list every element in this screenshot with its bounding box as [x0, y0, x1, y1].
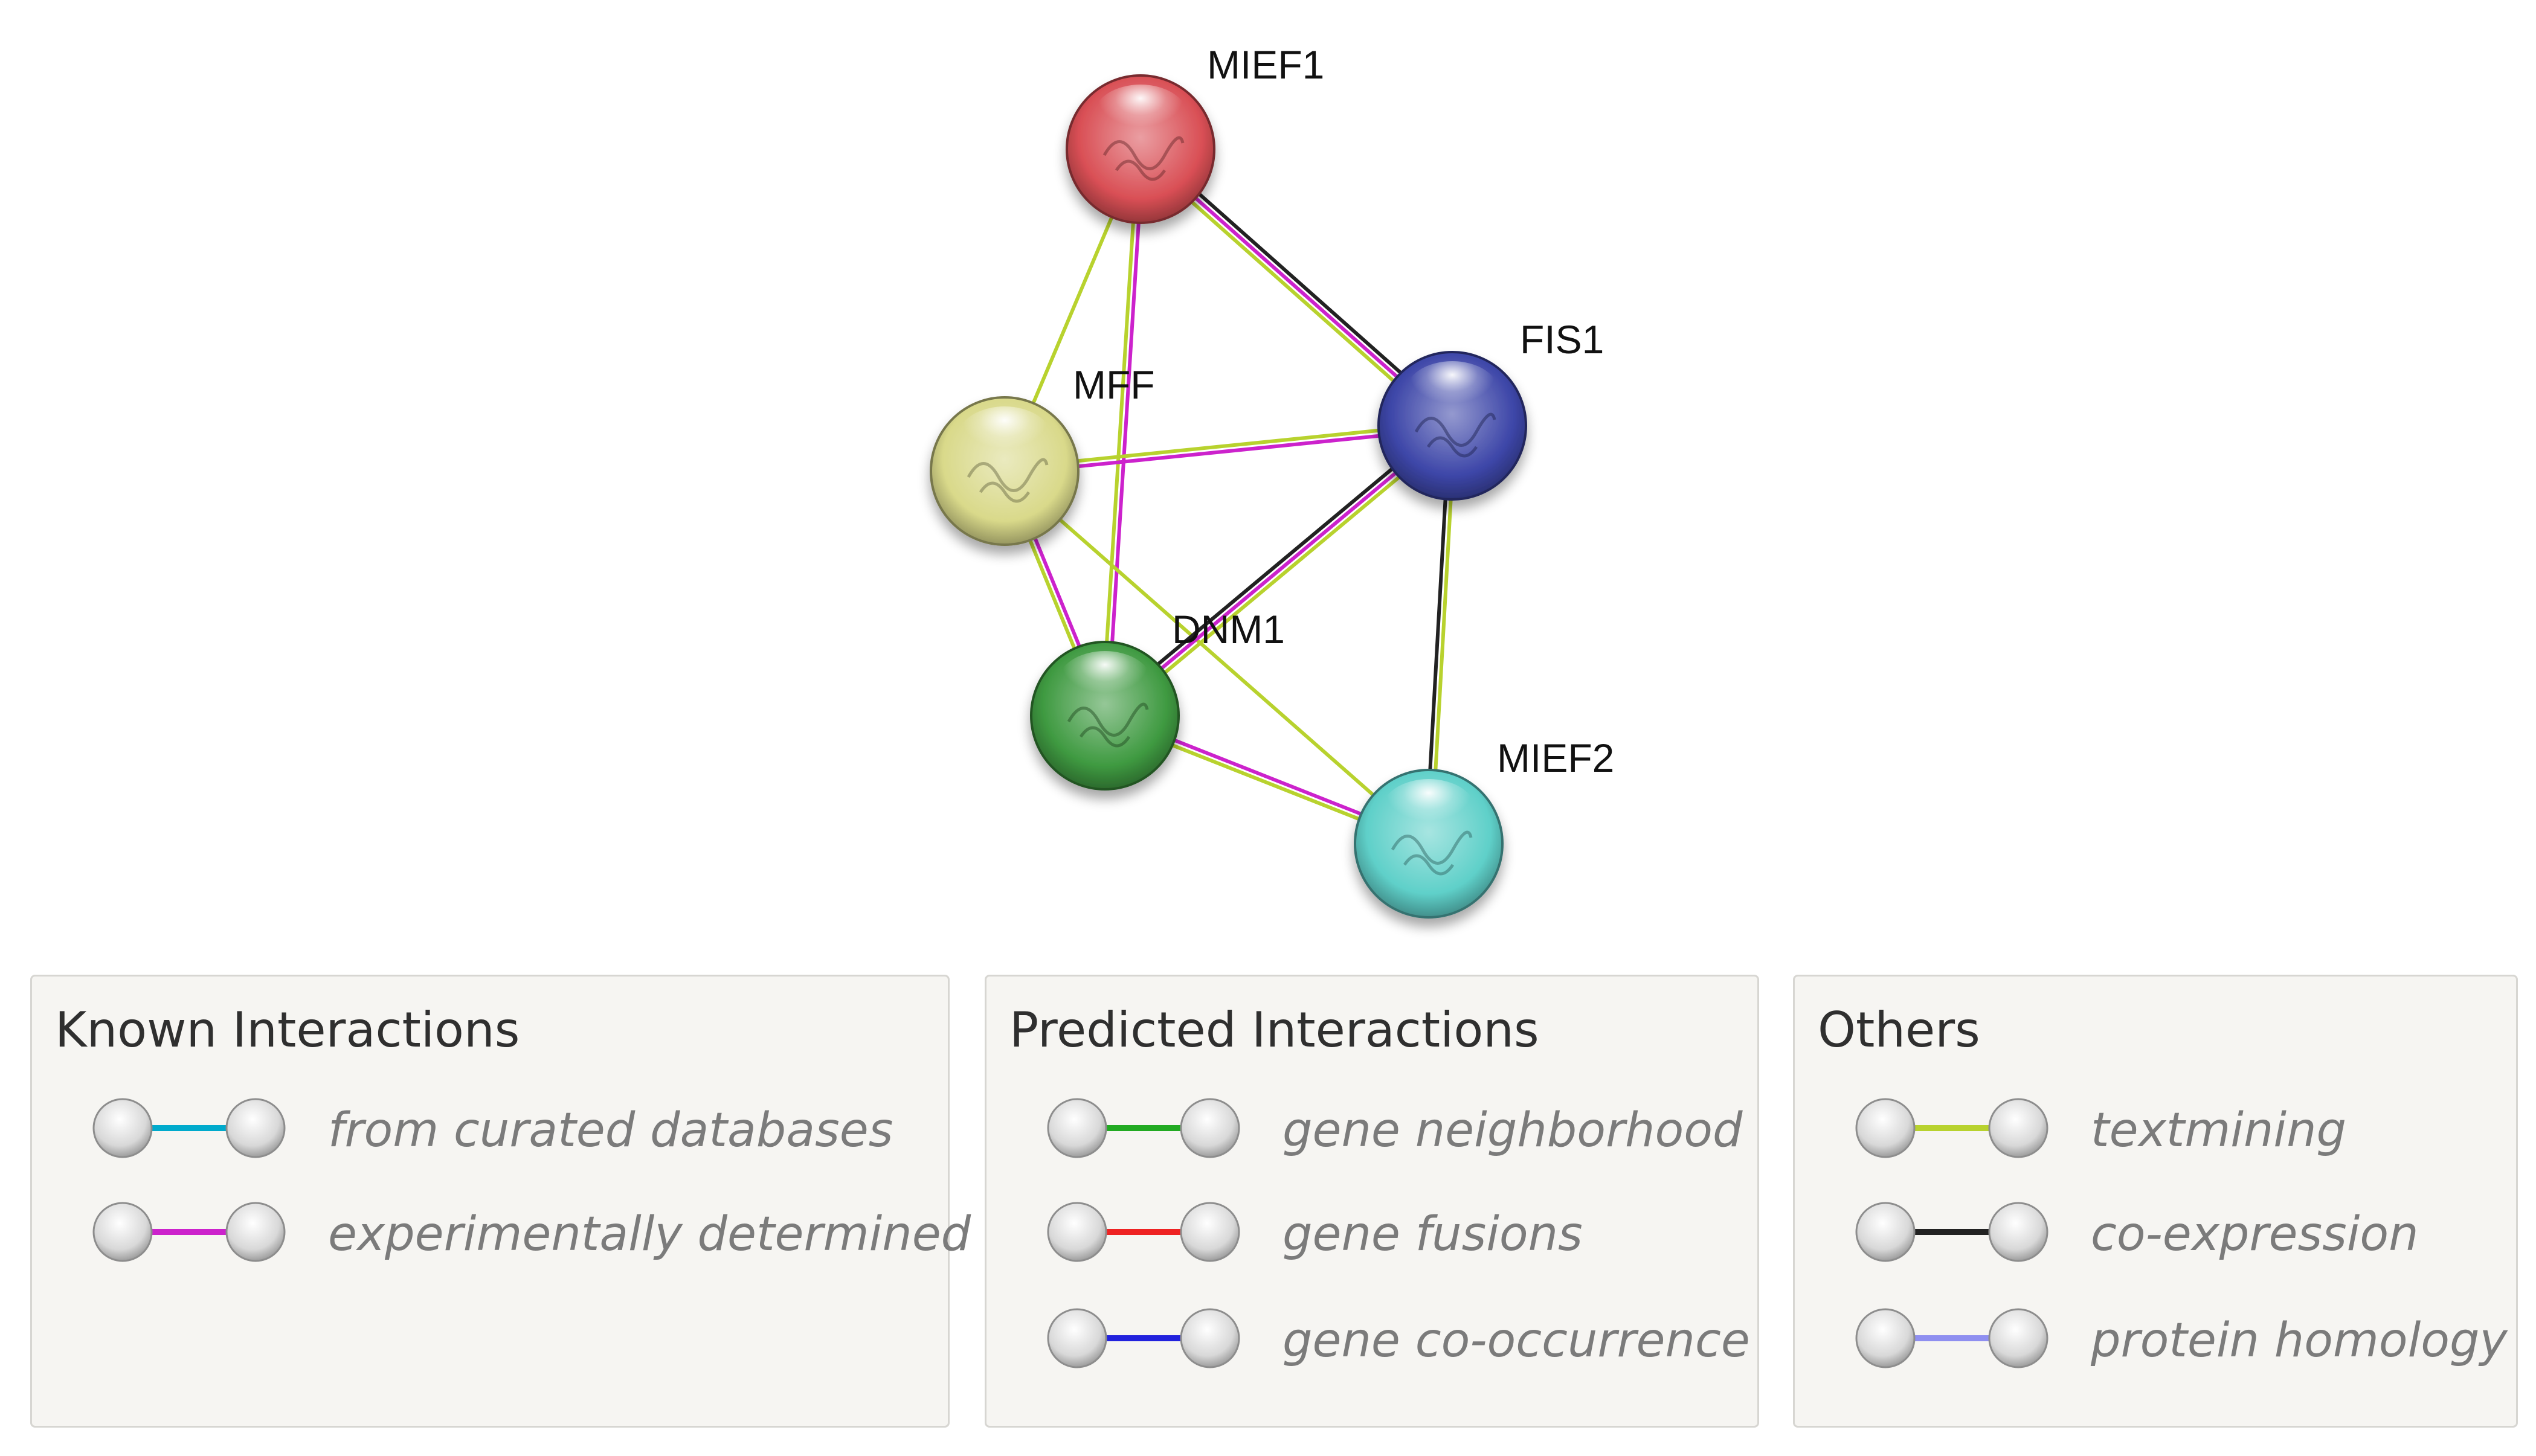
- node-mief1[interactable]: MIEF1: [1066, 42, 1324, 224]
- sample-ball: [1988, 1202, 2048, 1262]
- edge-line-textmining: [1100, 147, 1140, 717]
- edge-sample-icon: [1047, 1308, 1240, 1368]
- node-label: FIS1: [1520, 317, 1604, 362]
- sample-ball: [1988, 1098, 2048, 1158]
- edge-line-experimental: [1003, 426, 1455, 476]
- edge-sample-icon: [1855, 1098, 2048, 1158]
- edge-sample-icon: [1047, 1098, 1240, 1158]
- node-label: MIEF2: [1497, 736, 1614, 780]
- sample-ball: [1180, 1308, 1240, 1368]
- sample-ball: [1180, 1098, 1240, 1158]
- highlight-glare: [1382, 779, 1476, 842]
- node-label: MFF: [1073, 362, 1155, 407]
- node-label: MIEF1: [1207, 42, 1324, 87]
- legend-item-coexpression: co-expression: [1795, 1193, 2516, 1271]
- sample-ball: [92, 1098, 153, 1158]
- edge-sample-icon: [1855, 1202, 2048, 1262]
- sample-ball: [92, 1202, 153, 1262]
- sample-ball: [1855, 1098, 1916, 1158]
- sample-ball: [1047, 1202, 1107, 1262]
- sample-ball: [1047, 1308, 1107, 1368]
- node-fis1[interactable]: FIS1: [1377, 317, 1604, 501]
- sample-ball: [225, 1202, 286, 1262]
- legend-item-neighborhood: gene neighborhood: [986, 1089, 1757, 1167]
- legend-item-experimental: experimentally determined: [32, 1193, 971, 1271]
- highlight-glare: [957, 406, 1052, 469]
- highlight-glare: [1058, 651, 1152, 714]
- node-mff[interactable]: MFF: [930, 362, 1155, 546]
- legend-item-textmining: textmining: [1795, 1089, 2516, 1167]
- edge-fis1-dnm1: [1099, 420, 1458, 722]
- legend-title: Others: [1818, 1002, 1980, 1058]
- legend-label: gene co-occurrence: [1282, 1313, 1750, 1368]
- legend-label: gene neighborhood: [1282, 1103, 1743, 1158]
- edge-line-experimental: [1105, 147, 1145, 718]
- highlight-glare: [1405, 361, 1499, 424]
- edge-mff-fis1: [1002, 421, 1455, 476]
- sample-ball: [1855, 1308, 1916, 1368]
- legend-item-cooccurrence: gene co-occurrence: [986, 1299, 1757, 1377]
- legend-title: Known Interactions: [55, 1002, 520, 1058]
- edge-sample-icon: [1047, 1202, 1240, 1262]
- edge-mff-mief2: [1003, 469, 1431, 845]
- legend-label: gene fusions: [1282, 1207, 1583, 1262]
- node-label: DNM1: [1172, 607, 1285, 652]
- sample-ball: [1047, 1098, 1107, 1158]
- edge-line-textmining: [1003, 469, 1431, 845]
- edge-sample-icon: [1855, 1308, 2048, 1368]
- node-dnm1[interactable]: DNM1: [1030, 607, 1285, 791]
- edge-line-coexpression: [1099, 420, 1451, 714]
- legend-known-interactions: Known Interactions from curated database…: [30, 975, 971, 1428]
- legend-label: textmining: [2091, 1103, 2347, 1158]
- edge-line-experimental: [1103, 424, 1454, 717]
- legend-predicted-interactions: Predicted Interactions gene neighborhood…: [985, 975, 1759, 1428]
- legend-item-fusion: gene fusions: [986, 1193, 1757, 1271]
- legend-title: Predicted Interactions: [1009, 1002, 1539, 1058]
- node-mief2[interactable]: MIEF2: [1354, 736, 1614, 919]
- highlight-glare: [1093, 85, 1188, 147]
- edge-line-textmining: [1002, 421, 1454, 470]
- legend-item-homology: protein homology: [1795, 1299, 2516, 1377]
- sample-ball: [1988, 1308, 2048, 1368]
- legend-label: experimentally determined: [328, 1207, 971, 1262]
- edge-mief1-dnm1: [1100, 147, 1145, 718]
- sample-ball: [1180, 1202, 1240, 1262]
- legend-label: co-expression: [2091, 1207, 2419, 1262]
- edge-line-textmining: [1106, 428, 1458, 722]
- sample-ball: [1855, 1202, 1916, 1262]
- legend-others: Others textmining co-expression protein …: [1793, 975, 2518, 1428]
- legend-label: protein homology: [2091, 1313, 2508, 1368]
- legend-item-curated: from curated databases: [32, 1089, 948, 1167]
- edge-sample-icon: [92, 1098, 286, 1158]
- sample-ball: [225, 1098, 286, 1158]
- legend-label: from curated databases: [328, 1103, 893, 1158]
- edge-sample-icon: [92, 1202, 286, 1262]
